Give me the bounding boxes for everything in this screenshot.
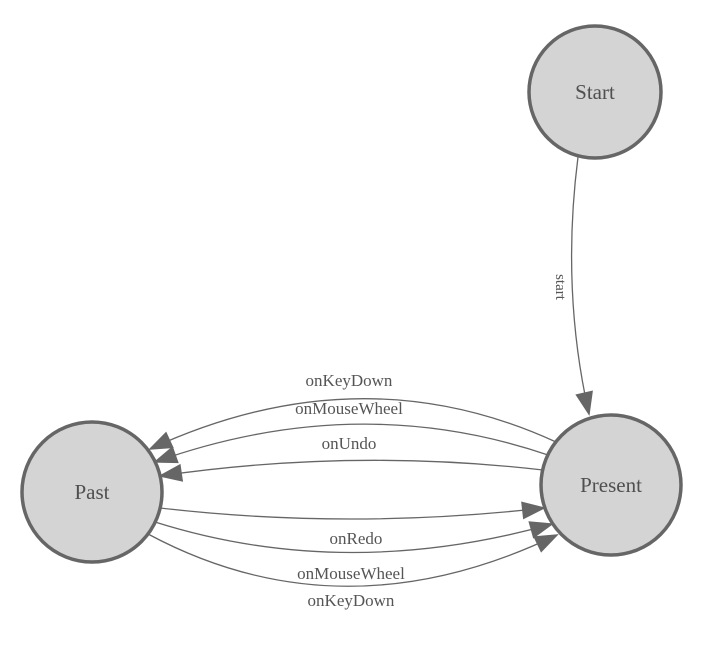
past-node-label: Past <box>74 480 109 504</box>
edge-label-group: start onKeyDown onMouseWheel onUndo onRe… <box>295 274 568 610</box>
edge-group <box>147 156 593 587</box>
edge-past-to-present-onredo <box>159 501 546 520</box>
edge-label-onkeydown-bottom: onKeyDown <box>308 591 395 610</box>
node-start[interactable]: Start <box>527 24 663 160</box>
edge-present-to-past-onmousewheel <box>153 423 549 464</box>
node-past[interactable]: Past <box>20 420 164 564</box>
start-node-label: Start <box>575 80 615 104</box>
edge-start-to-present <box>570 156 593 416</box>
edge-present-to-past-onundo <box>158 459 544 482</box>
start-node-circle[interactable] <box>527 24 663 160</box>
edge-past-to-present-onmousewheel <box>154 521 554 554</box>
edge-label-start: start <box>552 274 568 301</box>
present-node-label: Present <box>580 473 642 497</box>
edge-label-onmousewheel-top: onMouseWheel <box>295 399 403 418</box>
past-node-circle[interactable] <box>20 420 164 564</box>
edge-label-onkeydown-top: onKeyDown <box>306 371 393 390</box>
node-present[interactable]: Present <box>539 413 683 557</box>
present-node-circle[interactable] <box>539 413 683 557</box>
edge-present-to-past-onkeydown <box>148 398 557 450</box>
edge-label-onredo: onRedo <box>330 529 383 548</box>
edge-past-to-present-onkeydown <box>147 533 559 587</box>
edge-label-onmousewheel-bottom: onMouseWheel <box>297 564 405 583</box>
edge-label-onundo: onUndo <box>322 434 377 453</box>
